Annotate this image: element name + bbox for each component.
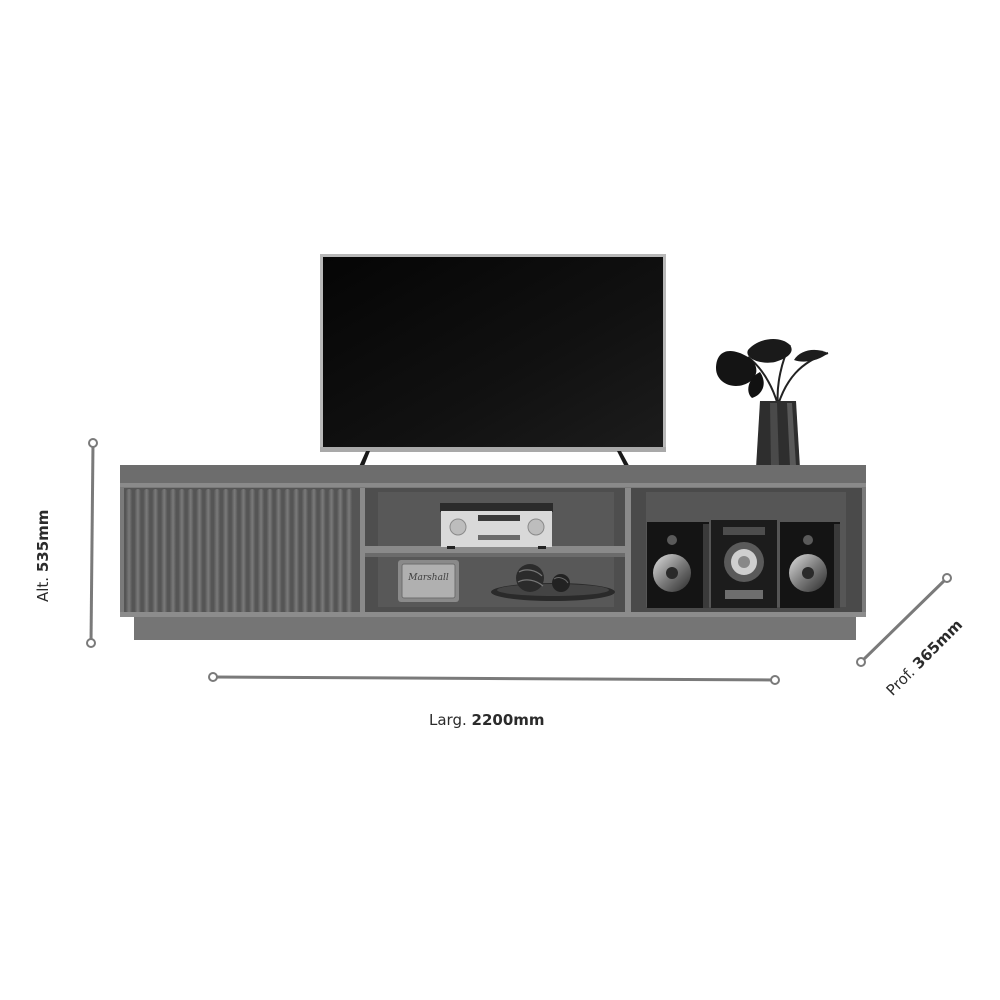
cabinet-top bbox=[120, 465, 866, 485]
decorative-sphere bbox=[552, 574, 570, 592]
left-speaker-side bbox=[703, 524, 709, 608]
slatted-door bbox=[124, 488, 360, 614]
cabinet-bottom-edge bbox=[120, 612, 866, 617]
door-slat bbox=[284, 489, 291, 613]
width-dimension-line bbox=[208, 672, 780, 685]
stereo-system bbox=[647, 520, 840, 608]
middle-shelf-front bbox=[363, 553, 627, 557]
right-speaker-tweeter bbox=[803, 535, 813, 545]
dimension-endpoint bbox=[88, 438, 98, 448]
door-slat bbox=[205, 489, 212, 613]
amplifier-foot bbox=[447, 546, 455, 549]
amplifier-knob bbox=[527, 518, 545, 536]
door-slat bbox=[258, 489, 265, 613]
dimension-endpoint bbox=[770, 675, 780, 685]
door-slat bbox=[170, 489, 177, 613]
door-slat bbox=[214, 489, 221, 613]
width-prefix: Larg. bbox=[429, 711, 467, 729]
height-dimension-line bbox=[86, 438, 98, 648]
tv-bezel-bottom bbox=[320, 447, 666, 452]
door-slat bbox=[310, 489, 317, 613]
right-speaker-side bbox=[834, 524, 840, 608]
door-slat bbox=[275, 489, 282, 613]
door-slat bbox=[231, 489, 238, 613]
door-slat bbox=[152, 489, 159, 613]
door-slat bbox=[293, 489, 300, 613]
compartment-divider bbox=[360, 488, 365, 614]
door-slat bbox=[196, 489, 203, 613]
vase-highlight bbox=[787, 403, 796, 466]
door-slat bbox=[222, 489, 229, 613]
amplifier-foot bbox=[538, 546, 546, 549]
amplifier-controls bbox=[478, 535, 520, 540]
door-slat bbox=[161, 489, 168, 613]
plant-leaf bbox=[748, 372, 764, 398]
stereo-tray bbox=[725, 590, 763, 599]
cabinet-base bbox=[134, 614, 856, 640]
door-slat bbox=[187, 489, 194, 613]
dimension-endpoint bbox=[208, 672, 218, 682]
portable-speaker: Marshall bbox=[398, 560, 459, 602]
depth-dimension-line bbox=[856, 573, 952, 667]
television bbox=[320, 254, 666, 471]
door-slat bbox=[346, 489, 353, 613]
dimension-endpoint bbox=[942, 573, 952, 583]
door-slat bbox=[266, 489, 273, 613]
left-speaker-tweeter bbox=[667, 535, 677, 545]
amplifier-controls bbox=[478, 515, 520, 521]
door-slat bbox=[328, 489, 335, 613]
door-slat bbox=[240, 489, 247, 613]
right-speaker-woofer-center bbox=[802, 567, 814, 579]
amplifier-top bbox=[440, 503, 553, 512]
dimension-endpoint bbox=[86, 638, 96, 648]
speaker-grille bbox=[401, 563, 456, 599]
width-dimension-label: Larg. 2200mm bbox=[429, 713, 545, 728]
plant-leaf bbox=[716, 350, 757, 387]
stereo-amplifier bbox=[440, 503, 553, 549]
stereo-dial-center bbox=[738, 556, 750, 568]
door-slats bbox=[126, 489, 353, 613]
height-dimension-label: Alt. 535mm bbox=[34, 509, 52, 602]
decorative-sphere bbox=[516, 564, 544, 592]
door-slat bbox=[249, 489, 256, 613]
plant-leaf bbox=[794, 349, 828, 362]
left-speaker-woofer-center bbox=[666, 567, 678, 579]
tv-screen bbox=[323, 257, 663, 448]
dimension-endpoint bbox=[856, 657, 866, 667]
stereo-display bbox=[723, 527, 765, 535]
height-value: 535mm bbox=[34, 509, 52, 573]
door-slat bbox=[337, 489, 344, 613]
door-slat bbox=[302, 489, 309, 613]
vase-with-plant bbox=[716, 338, 829, 468]
door-slat bbox=[126, 489, 133, 613]
compartment-divider bbox=[625, 488, 631, 614]
sphere-pattern bbox=[517, 569, 544, 587]
plant-leaf bbox=[747, 338, 792, 363]
door-slat bbox=[178, 489, 185, 613]
height-prefix: Alt. bbox=[34, 576, 52, 602]
door-slat bbox=[134, 489, 141, 613]
amplifier-knob bbox=[449, 518, 467, 536]
sphere-pattern bbox=[553, 577, 569, 584]
middle-shelf bbox=[363, 546, 627, 555]
vase-highlight bbox=[770, 403, 779, 466]
width-value: 2200mm bbox=[471, 711, 545, 729]
cabinet-top-edge bbox=[120, 483, 866, 487]
speaker-brand-logo: Marshall bbox=[407, 573, 449, 583]
door-slat bbox=[319, 489, 326, 613]
door-slat bbox=[143, 489, 150, 613]
decorative-bowl bbox=[491, 564, 615, 601]
